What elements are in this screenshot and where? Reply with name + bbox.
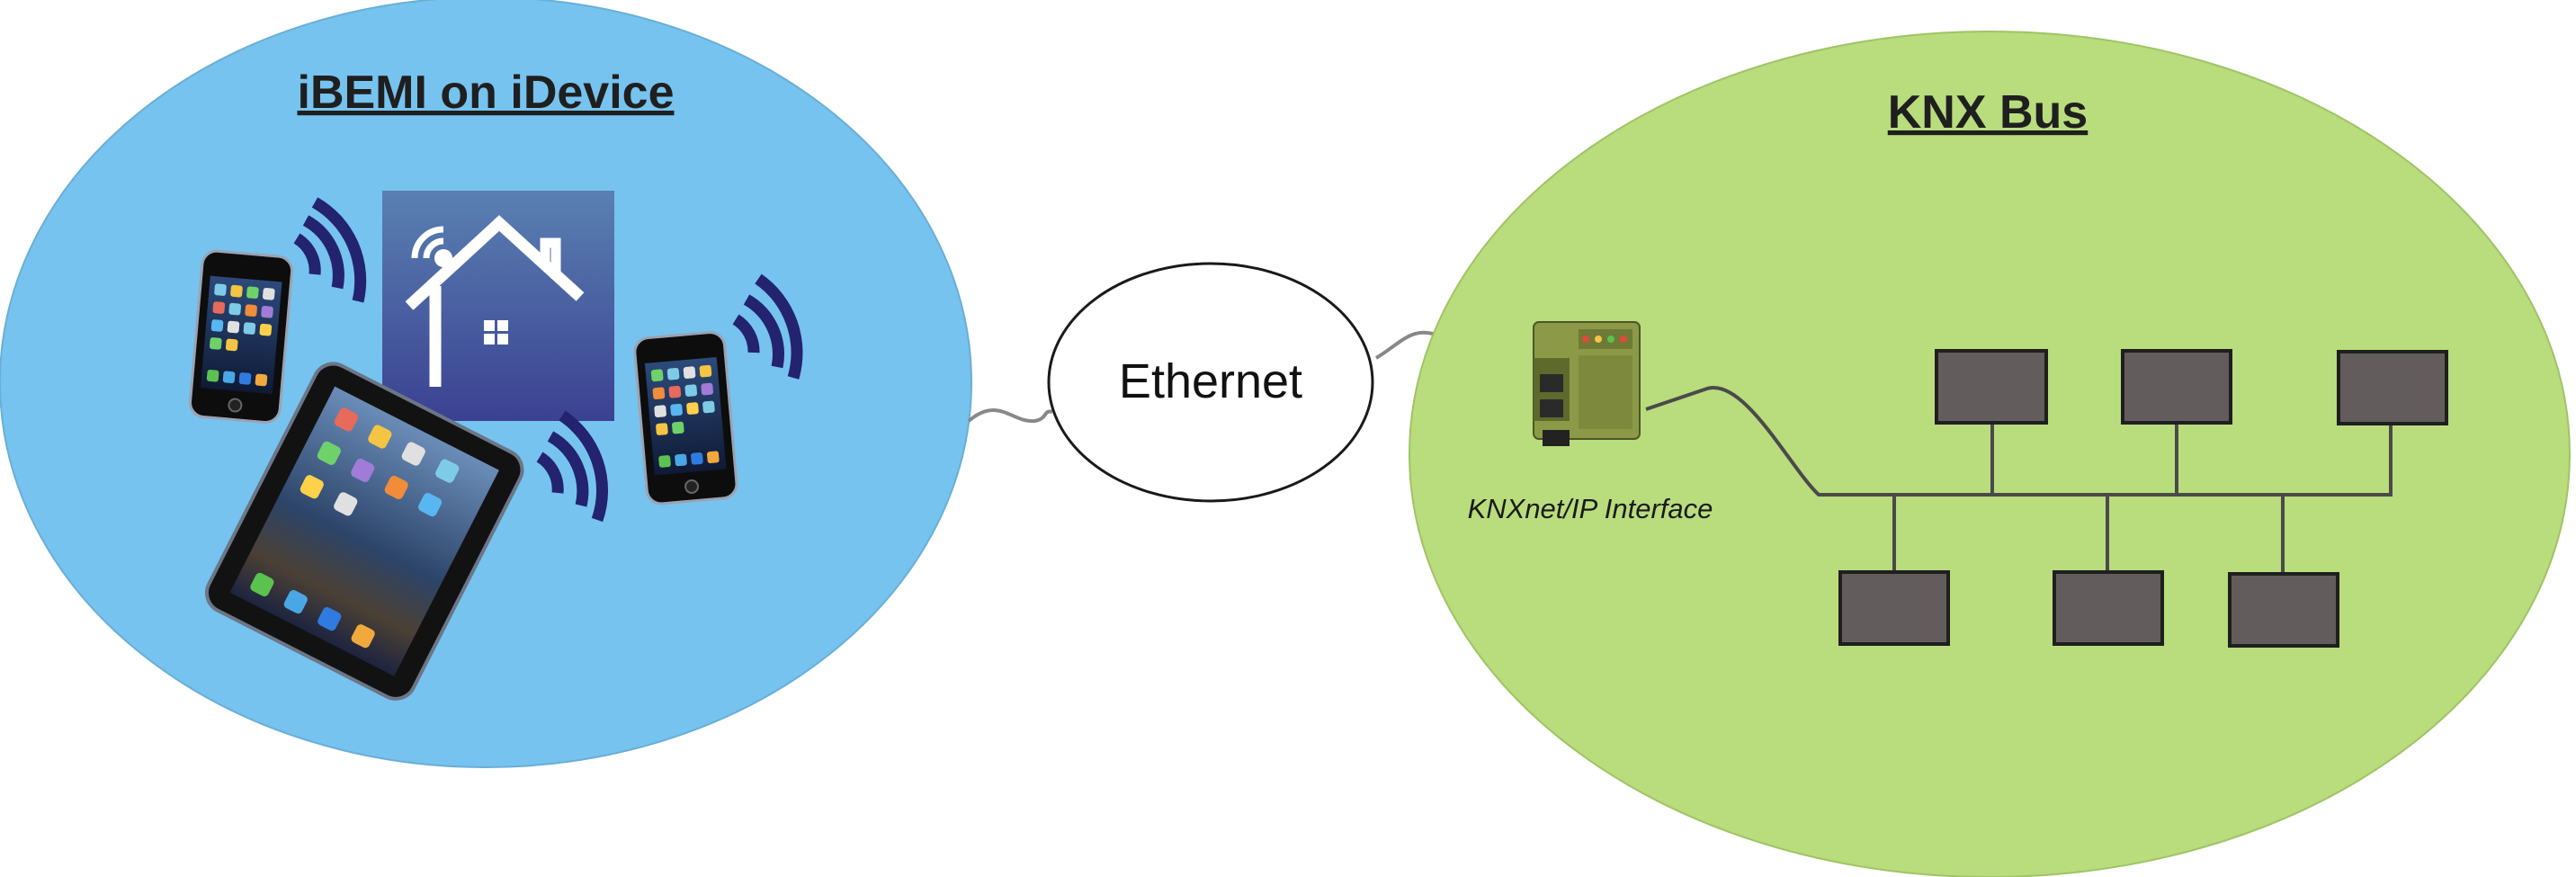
phone-icon: [189, 249, 294, 424]
knx-bus-device: [2053, 570, 2164, 646]
tablet-icon: [204, 362, 524, 701]
home-app-icon: [382, 191, 614, 421]
ethernet-node: [1047, 262, 1374, 503]
knx-bus-device: [2228, 572, 2339, 648]
idevice-zone: iBEMI on iDevice: [0, 0, 972, 768]
knx-bus-lines: [1645, 386, 2393, 576]
knx-zone: KNX Bus KNXnet/IP Interface: [1409, 31, 2571, 877]
knx-bus-device: [2121, 349, 2232, 425]
idevice-zone-title: iBEMI on iDevice: [298, 67, 675, 119]
knx-zone-title: KNX Bus: [1888, 86, 2088, 139]
knx-interface-device: [1533, 321, 1641, 446]
knx-bus-device: [1838, 570, 1950, 646]
phone-icon: [633, 331, 738, 506]
wifi-waves-icon: [536, 410, 609, 523]
ethernet-cable-left: [967, 408, 1053, 424]
knx-zone-ellipse: [1409, 31, 2571, 877]
ethernet-link: Ethernet: [967, 262, 1530, 503]
knx-interface-label: KNXnet/IP Interface: [1468, 493, 1713, 524]
ethernet-label: Ethernet: [1119, 354, 1302, 408]
wifi-waves-icon: [293, 197, 367, 303]
wifi-waves-icon: [732, 273, 803, 380]
knx-bus-device: [2337, 350, 2448, 425]
knx-bus-device: [1935, 349, 2048, 425]
